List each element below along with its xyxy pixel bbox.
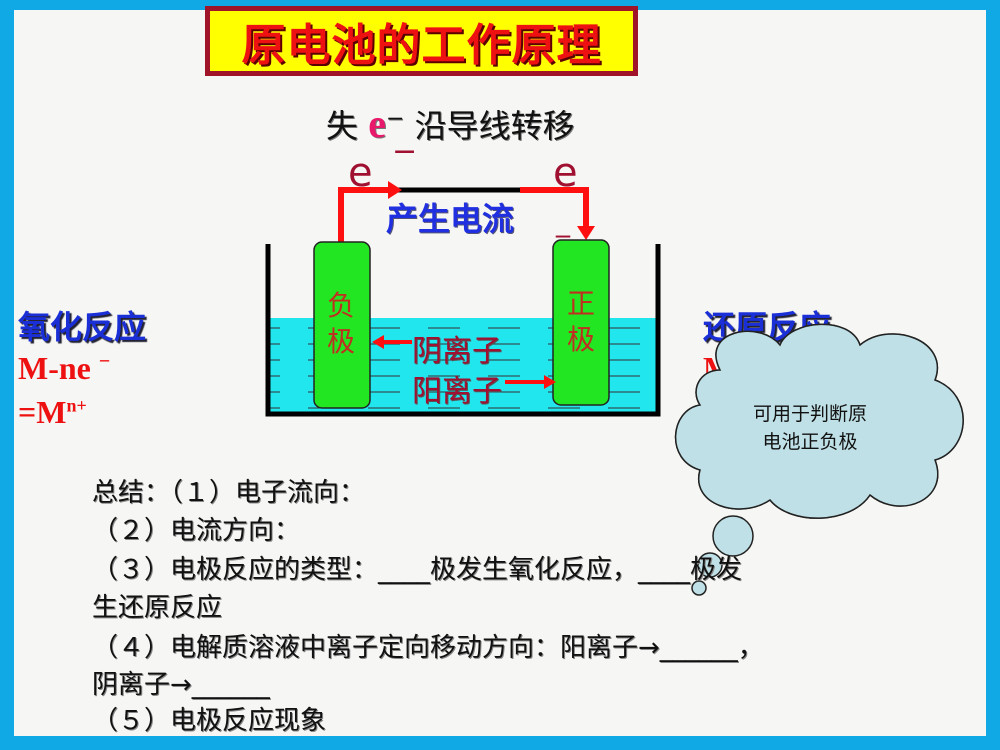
equation-sup: n+	[66, 395, 87, 416]
summary-line-1: 总结：（１）电子流向：	[92, 478, 366, 508]
electron-label-left-sign: −	[392, 134, 418, 169]
equation-sup: −	[98, 350, 111, 373]
electron-label-right: e	[553, 150, 578, 196]
cation-label: 阳离子	[412, 374, 502, 409]
positive-electrode	[552, 239, 610, 406]
current-label: 产生电流	[386, 200, 515, 238]
equation-text: =M	[18, 394, 67, 430]
positive-char-1: 正	[567, 287, 596, 320]
negative-char-1: 负	[327, 289, 356, 322]
beaker	[265, 244, 661, 417]
page-title: 原电池的工作原理	[241, 20, 602, 71]
wire-red-right	[520, 187, 589, 230]
anion-label: 阴离子	[412, 334, 502, 369]
heading-electron-sign: −	[385, 106, 405, 132]
oxidation-equation-2: =Mn+	[18, 394, 87, 431]
negative-char-2: 极	[327, 325, 356, 358]
heading-electron: e	[368, 101, 386, 146]
positive-electrode-label: 正 极	[567, 286, 595, 358]
reduction-label: 还原反应	[703, 308, 832, 346]
heading-text-suffix: 沿导线转移	[414, 107, 575, 145]
oxidation-equation-1: M-ne −	[18, 350, 110, 387]
negative-electrode	[313, 241, 371, 409]
summary-line-3: （３）电极反应的类型：____极发生氧化反应，____极发	[92, 555, 743, 585]
bottom-frame-bar	[0, 736, 1000, 750]
callout-line-2: 电池正负极	[762, 431, 858, 453]
arrow-right-icon	[544, 375, 556, 389]
summary-line-5: （４）电解质溶液中离子定向移动方向：阳离子→______，	[92, 633, 764, 663]
title-box: 原电池的工作原理	[205, 6, 638, 76]
arrow-right-icon	[388, 181, 402, 199]
equation-text: M-ne	[18, 350, 91, 386]
summary-line-7: （５）电极反应现象	[92, 706, 327, 736]
reduction-equation-partial: M	[703, 350, 734, 386]
oxidation-label: 氧化反应	[18, 308, 147, 346]
callout-line-1: 可用于判断原	[752, 403, 867, 425]
callout-text: 可用于判断原 电池正负极	[735, 400, 885, 456]
heading-text: 失	[326, 107, 359, 145]
arrow-left-icon	[372, 335, 384, 349]
summary-line-2: （２）电流方向：	[92, 516, 301, 546]
wire-red-left	[338, 187, 392, 244]
arrow-down-icon	[577, 226, 595, 240]
electron-label-left: e	[348, 150, 373, 196]
negative-electrode-label: 负 极	[327, 288, 355, 360]
summary-line-4: 生还原反应	[92, 593, 223, 623]
electron-label-right-sign: _	[556, 205, 570, 238]
positive-char-2: 极	[567, 323, 596, 356]
electron-transfer-heading: 失 e− 沿导线转移	[326, 100, 575, 147]
summary-line-6: 阴离子→______	[92, 670, 270, 700]
